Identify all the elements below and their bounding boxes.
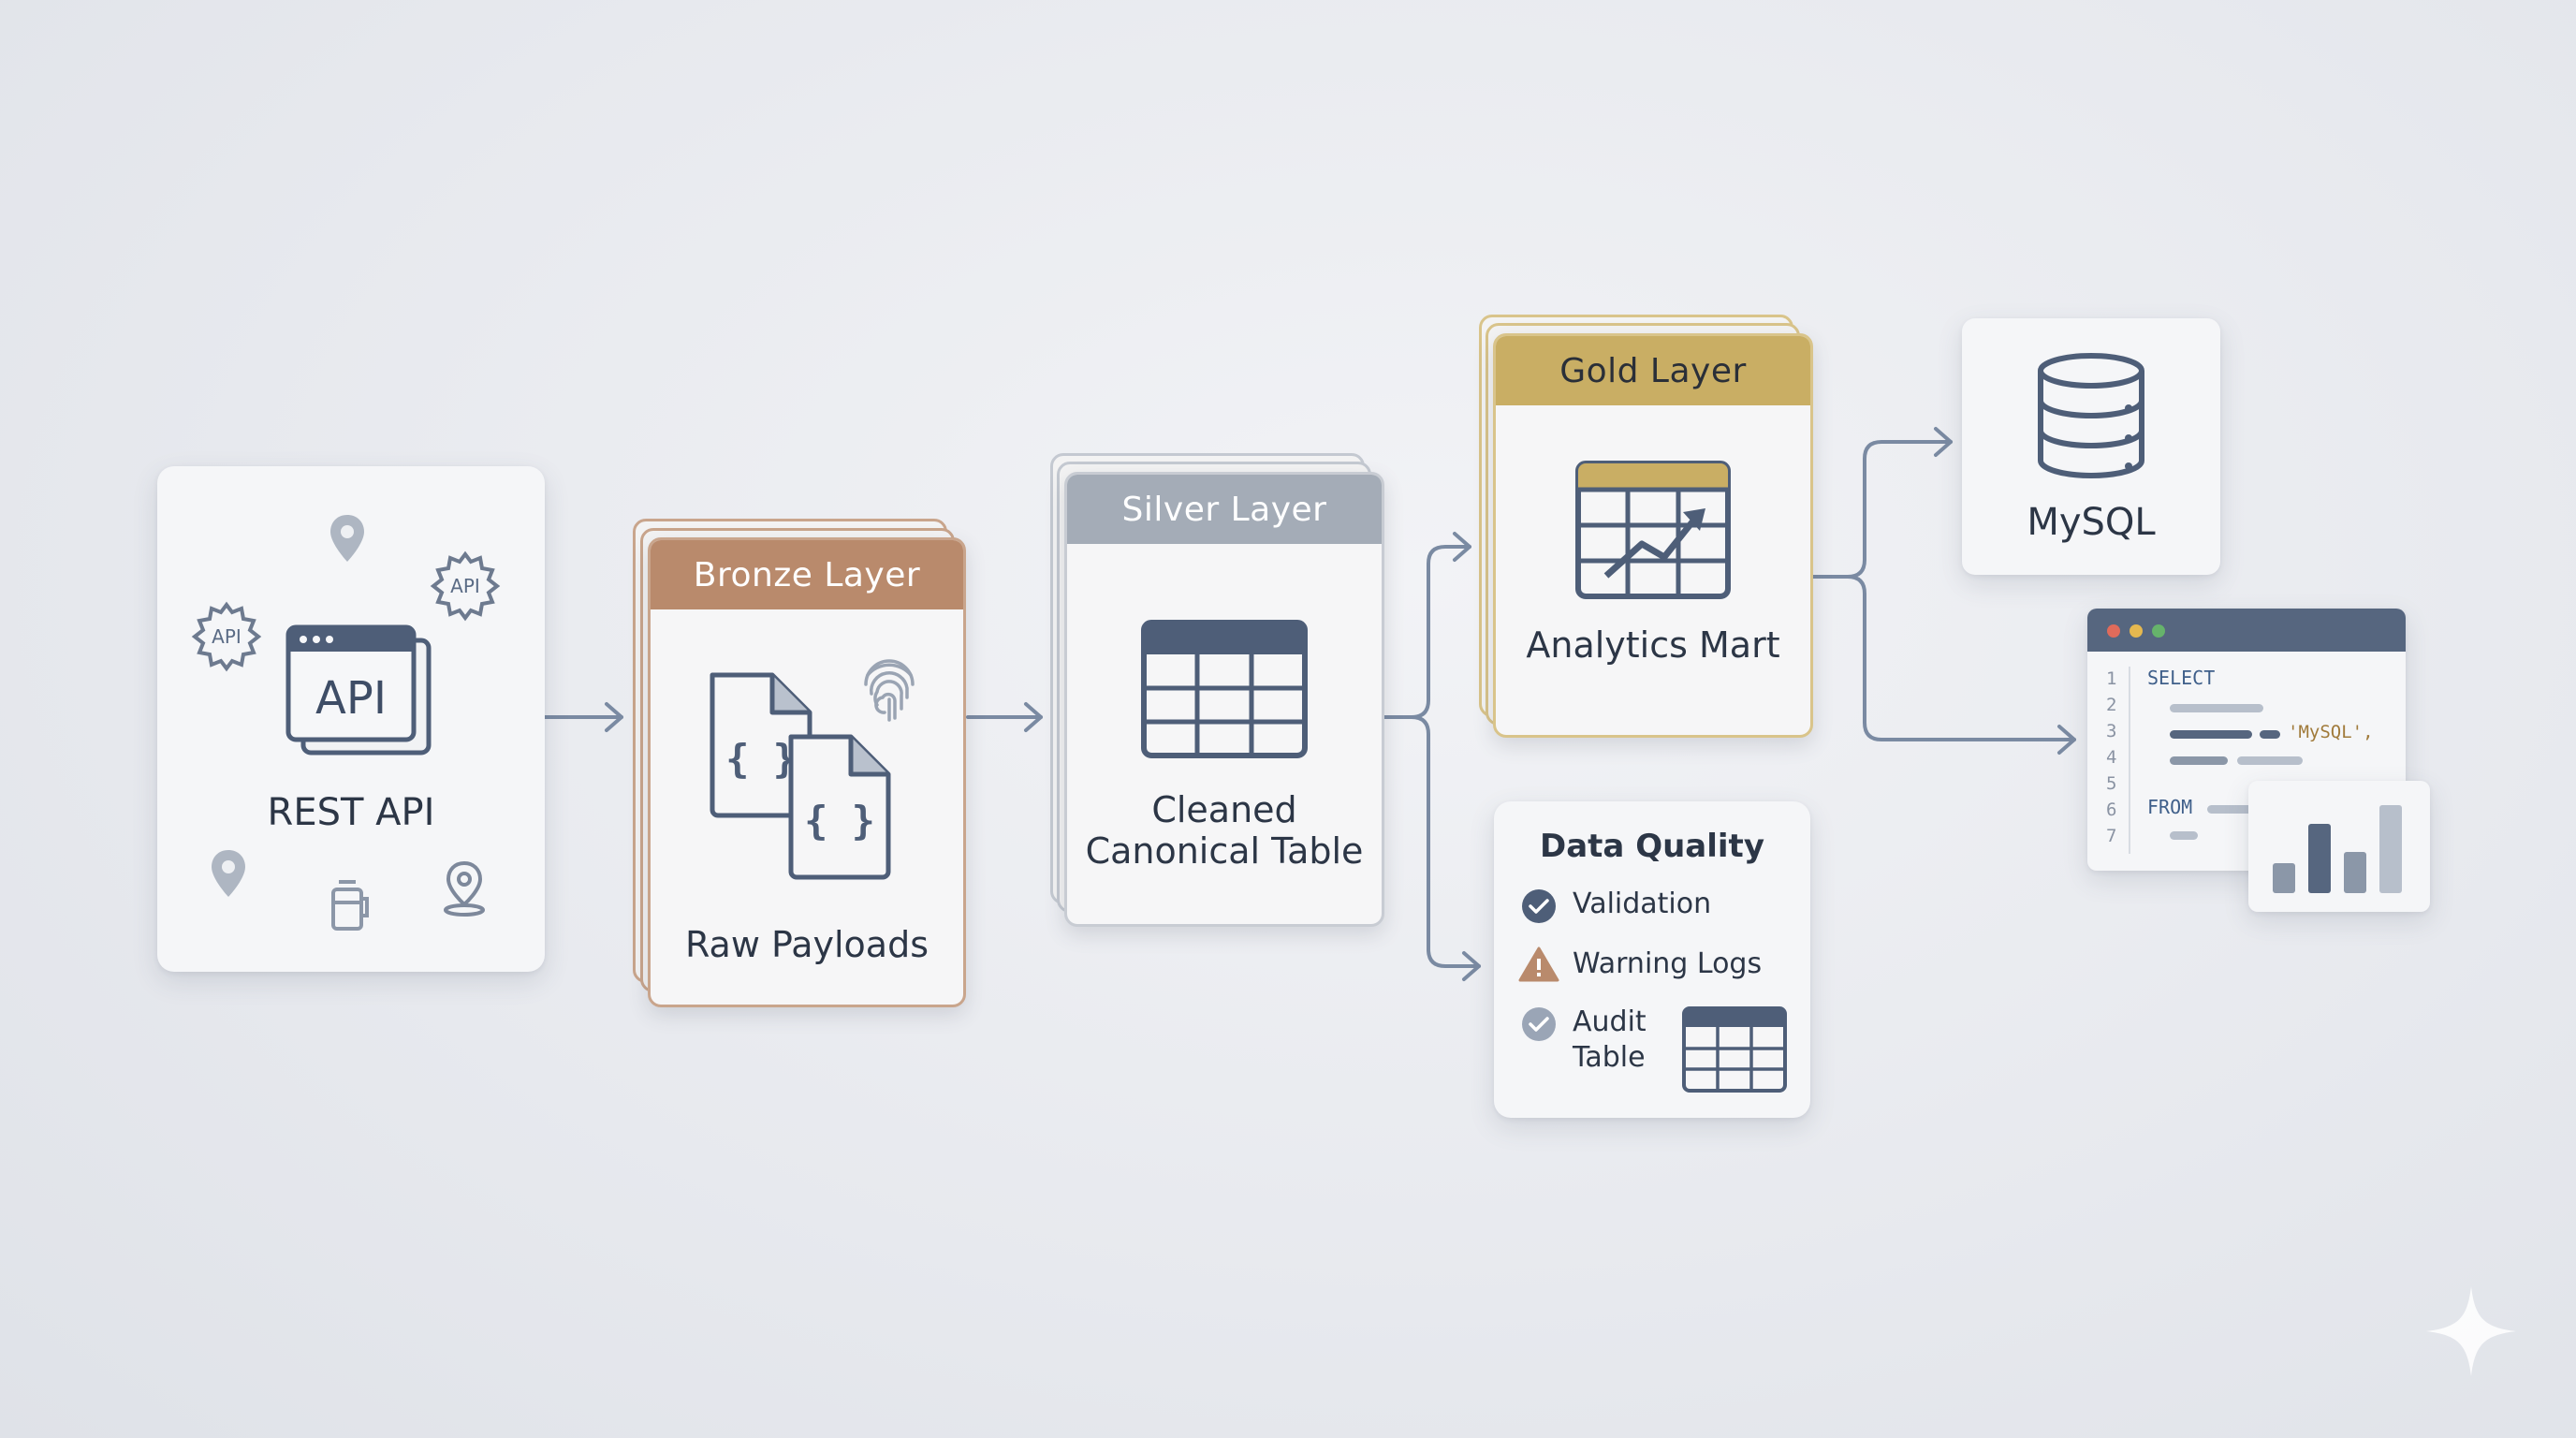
bar-chart-icon <box>2273 805 2402 893</box>
code-placeholder-bar <box>2237 756 2303 765</box>
location-marker-icon <box>444 860 485 917</box>
map-pin-icon <box>330 515 364 562</box>
code-placeholder-bar <box>2207 805 2254 814</box>
gold-layer-stack[interactable]: Gold Layer Analytics Mart <box>1479 315 1813 738</box>
gear-api-text: API <box>212 625 242 648</box>
code-placeholder-bar <box>2170 831 2198 840</box>
gear-api-icon: API <box>191 601 262 672</box>
canonical-table-label: Canonical Table <box>1085 830 1364 872</box>
silver-layer-card: Silver Layer Cleaned Canonical Table <box>1064 472 1384 927</box>
validation-label: Validation <box>1573 888 1712 920</box>
sql-keyword-from: FROM <box>2147 796 2193 818</box>
raw-payloads-label: Raw Payloads <box>684 924 929 965</box>
line-number-gutter <box>2129 667 2130 854</box>
api-window-icon: API <box>285 624 432 756</box>
table-label: Table <box>1573 1041 1646 1074</box>
bar-chart-card[interactable] <box>2248 781 2430 912</box>
code-placeholder-bar <box>2170 730 2252 739</box>
mysql-label: MySQL <box>2027 501 2156 544</box>
table-icon <box>1141 620 1308 758</box>
database-icon <box>2038 353 2144 478</box>
map-pin-icon <box>212 850 245 897</box>
bronze-layer-stack[interactable]: Bronze Layer { } { } Raw Payloads <box>633 519 970 1007</box>
rest-api-label: REST API <box>267 791 435 834</box>
silver-layer-header: Silver Layer <box>1067 475 1382 544</box>
line-number: 6 <box>2106 800 2117 820</box>
line-number: 7 <box>2106 826 2117 846</box>
line-number: 4 <box>2106 747 2117 768</box>
window-controls-icon <box>2107 624 2165 638</box>
code-placeholder-bar <box>2260 730 2280 739</box>
sql-string-value: 'MySQL', <box>2288 722 2374 742</box>
line-number: 5 <box>2106 773 2117 794</box>
gold-layer-header: Gold Layer <box>1496 336 1810 405</box>
api-window-text: API <box>315 672 387 725</box>
check-circle-icon <box>1522 889 1556 923</box>
analytics-mart-label: Analytics Mart <box>1526 624 1780 666</box>
mysql-card[interactable]: MySQL <box>1962 318 2220 575</box>
gear-api-text: API <box>450 575 480 597</box>
warning-logs-label: Warning Logs <box>1573 947 1763 980</box>
data-quality-title: Data Quality <box>1540 828 1764 865</box>
gold-layer-card: Gold Layer Analytics Mart <box>1493 333 1813 738</box>
audit-table-icon <box>1682 1006 1787 1093</box>
cleaned-label: Cleaned <box>1151 789 1297 830</box>
rest-api-card[interactable]: API API API REST API <box>157 466 545 972</box>
line-number: 2 <box>2106 695 2117 715</box>
silver-layer-stack[interactable]: Silver Layer Cleaned Canonical Table <box>1050 453 1384 927</box>
warning-icon <box>1518 946 1559 982</box>
code-placeholder-bar <box>2170 756 2228 765</box>
analytics-chart-icon <box>1575 461 1731 599</box>
audit-label: Audit <box>1573 1005 1647 1038</box>
check-circle-icon <box>1522 1007 1556 1041</box>
sparkle-icon <box>2426 1286 2516 1376</box>
braces-text: { } <box>804 798 875 844</box>
fingerprint-icon <box>864 659 915 722</box>
sql-keyword-select: SELECT <box>2147 667 2216 689</box>
bronze-layer-card: Bronze Layer { } { } Raw Payloads <box>648 537 966 1007</box>
gear-api-icon: API <box>430 550 501 622</box>
json-file-icon: { } { } <box>710 672 891 880</box>
code-placeholder-bar <box>2170 704 2263 712</box>
data-quality-card[interactable]: Data Quality Validation Warning Logs Aud… <box>1494 801 1810 1118</box>
braces-text: { } <box>725 736 797 782</box>
line-number: 3 <box>2106 721 2117 741</box>
line-number: 1 <box>2106 668 2117 689</box>
bronze-layer-header: Bronze Layer <box>651 540 963 609</box>
mug-icon <box>331 880 369 931</box>
